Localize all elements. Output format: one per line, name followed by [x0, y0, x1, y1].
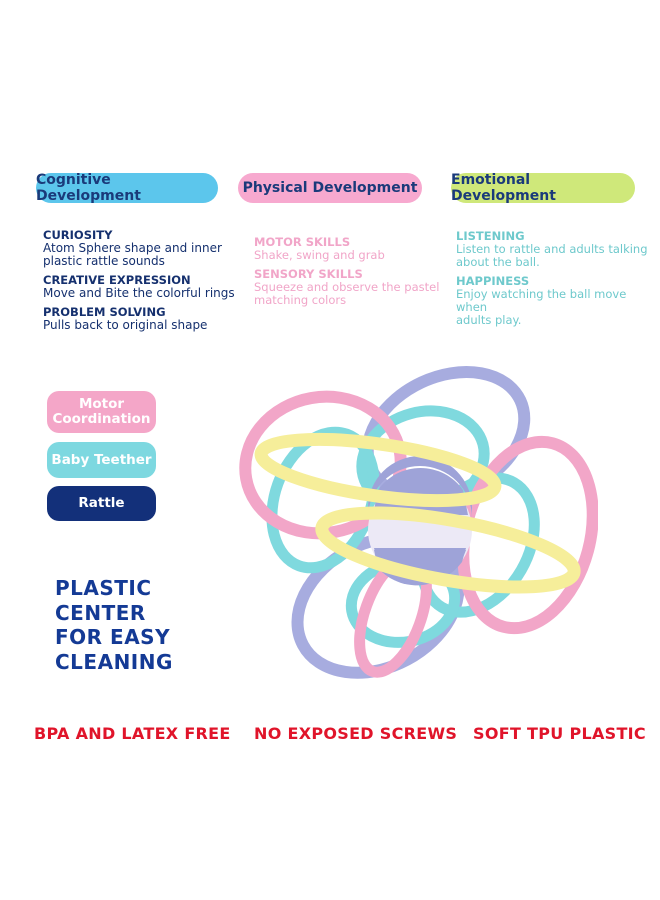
- motor-skills-title: MOTOR SKILLS: [254, 235, 351, 249]
- physical-list: MOTOR SKILLS Shake, swing and grab SENSO…: [254, 236, 439, 307]
- motor-coordination-tag: Motor Coordination: [47, 391, 156, 433]
- rattle-tag: Rattle: [47, 486, 156, 521]
- problem-solving-desc: Pulls back to original shape: [43, 318, 208, 332]
- listening-desc-1: Listen to rattle and adults talking: [456, 242, 648, 256]
- sensory-skills-desc-1: Squeeze and observe the pastel: [254, 280, 440, 294]
- plastic-center-text: PLASTIC CENTER FOR EASY CLEANING: [55, 576, 173, 674]
- creative-expression-title: CREATIVE EXPRESSION: [43, 273, 191, 287]
- plastic-center-line-3: FOR EASY: [55, 625, 171, 649]
- creative-expression-desc: Move and Bite the colorful rings: [43, 286, 235, 300]
- yellow-ring-upper: [254, 432, 502, 508]
- plastic-center-line-4: CLEANING: [55, 649, 173, 674]
- rattle-ball-illustration: [239, 366, 598, 679]
- curiosity-title: CURIOSITY: [43, 228, 113, 242]
- soft-tpu-plastic-label: SOFT TPU PLASTIC: [473, 724, 646, 743]
- cognitive-development-header: Cognitive Development: [36, 172, 218, 204]
- motor-coordination-line-2: Coordination: [52, 411, 151, 427]
- motor-skills-desc: Shake, swing and grab: [254, 248, 385, 262]
- cognitive-list: CURIOSITY Atom Sphere shape and inner pl…: [43, 229, 235, 332]
- plastic-center-line-2: CENTER: [55, 600, 146, 625]
- no-exposed-screws-label: NO EXPOSED SCREWS: [254, 724, 458, 743]
- happiness-title: HAPPINESS: [456, 274, 530, 288]
- baby-teether-tag: Baby Teether: [47, 442, 156, 478]
- problem-solving-title: PROBLEM SOLVING: [43, 305, 166, 319]
- physical-development-header: Physical Development: [238, 173, 422, 203]
- plastic-center-line-1: PLASTIC: [55, 576, 152, 600]
- happiness-desc-2: adults play.: [456, 313, 522, 327]
- happiness-desc-1: Enjoy watching the ball move when: [456, 287, 627, 314]
- yellow-ring-lower: [315, 506, 581, 594]
- motor-coordination-line-1: Motor: [78, 396, 125, 412]
- curiosity-desc-1: Atom Sphere shape and inner: [43, 241, 222, 255]
- emotional-list: LISTENING Listen to rattle and adults ta…: [456, 230, 660, 327]
- emotional-development-header: Emotional Development: [451, 172, 635, 204]
- sensory-skills-title: SENSORY SKILLS: [254, 267, 363, 281]
- bpa-latex-free-label: BPA AND LATEX FREE: [34, 724, 231, 743]
- sensory-skills-desc-2: matching colors: [254, 293, 347, 307]
- listening-title: LISTENING: [456, 229, 525, 243]
- curiosity-desc-2: plastic rattle sounds: [43, 254, 165, 268]
- listening-desc-2: about the ball.: [456, 255, 540, 269]
